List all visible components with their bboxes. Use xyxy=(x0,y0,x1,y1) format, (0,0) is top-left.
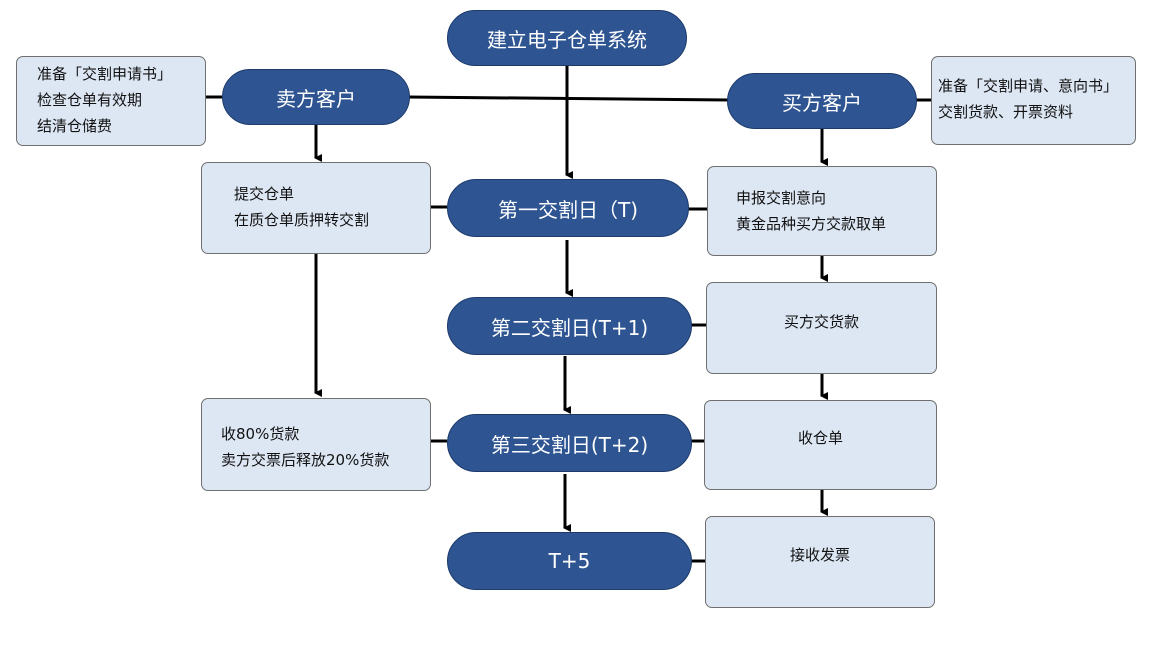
box-seller-receive-payment: 收80%货款 卖方交票后释放20%货款 xyxy=(201,398,431,491)
box-line: 检查仓单有效期 xyxy=(37,91,143,109)
box-seller-submit-warrant: 提交仓单 在质仓单质押转交割 xyxy=(201,162,431,254)
box-line: 卖方交票后释放20%货款 xyxy=(221,451,390,469)
node-delivery-day-1: 第一交割日（T) xyxy=(447,179,689,237)
box-line: 准备「交割申请书」 xyxy=(37,65,173,83)
node-build-system: 建立电子仓单系统 xyxy=(447,10,687,66)
node-delivery-day-2: 第二交割日(T+1) xyxy=(447,297,692,355)
box-line: 接收发票 xyxy=(789,546,850,564)
node-seller-customer: 卖方客户 xyxy=(222,69,410,125)
box-line: 交割货款、开票资料 xyxy=(938,103,1074,121)
box-line: 结清仓储费 xyxy=(37,117,113,135)
box-buyer-pay: 买方交货款 xyxy=(706,282,937,374)
box-buyer-declare-intent: 申报交割意向 黄金品种买方交款取单 xyxy=(707,166,937,256)
box-line: 收仓单 xyxy=(797,429,843,447)
box-buyer-receive-invoice: 接收发票 xyxy=(705,516,935,608)
box-line: 准备「交割申请、意向书」 xyxy=(938,77,1119,95)
box-line: 提交仓单 xyxy=(234,185,295,203)
node-buyer-customer: 买方客户 xyxy=(727,73,917,129)
node-t-plus-5: T+5 xyxy=(447,532,692,590)
box-buyer-receive-warrant: 收仓单 xyxy=(704,400,937,490)
box-seller-preparation: 准备「交割申请书」 检查仓单有效期 结清仓储费 xyxy=(16,56,206,146)
box-buyer-preparation: 准备「交割申请、意向书」 交割货款、开票资料 xyxy=(931,56,1136,145)
box-line: 在质仓单质押转交割 xyxy=(234,211,370,229)
box-line: 申报交割意向 xyxy=(736,189,827,207)
node-delivery-day-3: 第三交割日(T+2) xyxy=(447,414,692,472)
box-line: 黄金品种买方交款取单 xyxy=(736,215,887,233)
box-line: 收80%货款 xyxy=(221,425,300,443)
box-line: 买方交货款 xyxy=(783,313,859,331)
